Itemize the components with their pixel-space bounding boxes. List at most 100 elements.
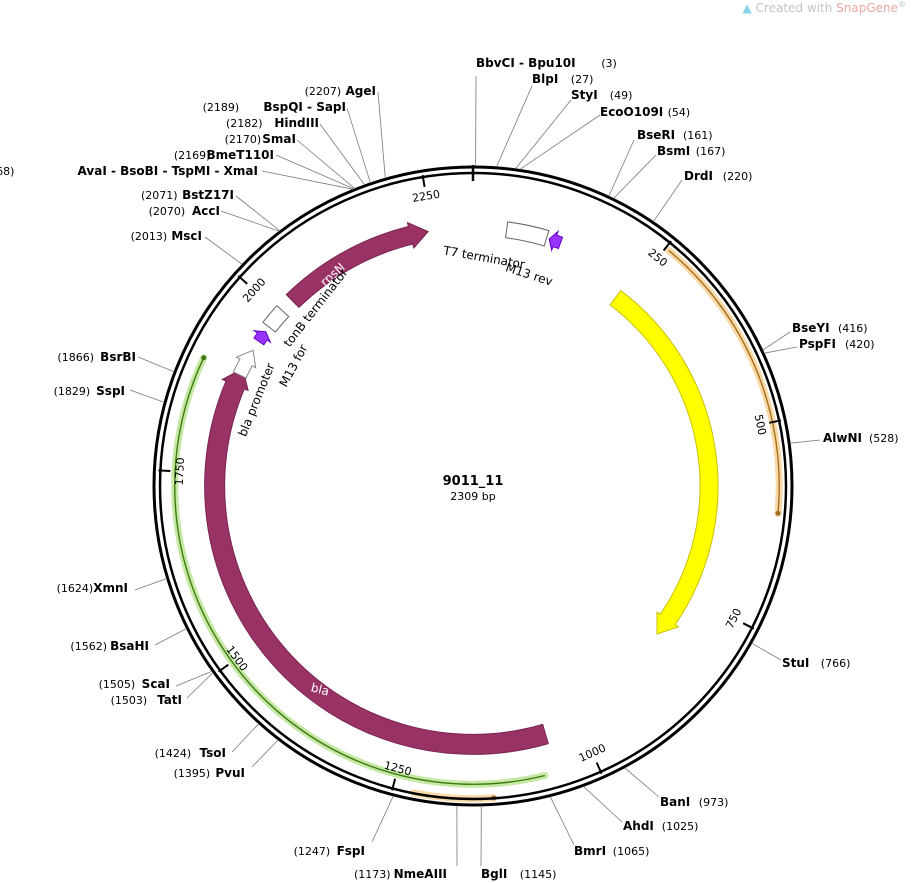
enzyme-site-fspi[interactable]: FspI(1247) (294, 795, 394, 858)
enzyme-site-msci[interactable]: MscI(2013) (131, 229, 243, 265)
enzyme-site-sspi[interactable]: SspI(1829) (54, 384, 165, 403)
tick-mark-750 (742, 622, 755, 630)
enzyme-site-styi[interactable]: StyI(49) (515, 88, 633, 170)
enzyme-name-blpi: BlpI (532, 72, 558, 86)
enzyme-site-pspfi[interactable]: PspFI(420) (764, 337, 875, 354)
plasmid-name: 9011_11 (443, 474, 504, 489)
enzyme-leader-bsrbi (137, 356, 175, 373)
enzyme-name-bsrbi: BsrBI (100, 350, 136, 364)
tick-mark-2250 (421, 174, 426, 188)
enzyme-name-pvui: PvuI (215, 766, 245, 780)
feature-rpsn (285, 221, 430, 309)
enzyme-site-blpi[interactable]: BlpI(27) (496, 72, 594, 168)
enzyme-pos-bstz17i: (2071) (141, 189, 178, 202)
watermark-prefix: Created with (755, 1, 837, 15)
enzyme-site-drdi[interactable]: DrdI(220) (652, 169, 753, 222)
enzyme-name-bspqi-sapi: BspQI - SapI (263, 100, 346, 114)
feature-t7-terminator (505, 221, 550, 247)
enzyme-site-pvui[interactable]: PvuI(1395) (174, 739, 279, 780)
enzyme-site-bspqi-sapi[interactable]: BspQI - SapI (2189) (203, 100, 371, 184)
enzyme-leader-ecoo109i (519, 114, 601, 170)
enzyme-leader-pvui (251, 739, 279, 768)
enzyme-site-bsmi[interactable]: BsmI(167) (613, 144, 726, 199)
feature-m13-rev (548, 229, 564, 253)
feature-label-m13-for: M13 for (277, 342, 311, 389)
enzyme-name-acci: AccI (192, 204, 220, 218)
enzyme-site-ahdi[interactable]: AhdI(1025) (583, 786, 698, 833)
enzyme-site-bseri[interactable]: BseRI(161) (608, 128, 713, 197)
orf-line-0 (668, 250, 780, 514)
enzyme-pos-tsoi: (1424) (155, 747, 192, 760)
enzyme-pos-nmeaiii: (1173) (354, 868, 391, 881)
tick-mark-500 (769, 419, 782, 424)
enzyme-pos-bsahi: (1562) (70, 640, 107, 653)
enzyme-site-bstz17i[interactable]: BstZ17I(2071) (141, 188, 281, 232)
enzyme-site-bmet110i[interactable]: BmeT110I(2169) (174, 148, 355, 190)
enzyme-pos-bmri: (1065) (613, 845, 650, 858)
plasmid-size: 2309 bp (450, 490, 495, 503)
enzyme-leader-bani (624, 767, 660, 798)
enzyme-site-ecoo109i[interactable]: EcoO109I(54) (519, 105, 690, 170)
enzyme-name-avai-bsobi-tspmi-xmai: AvaI - BsoBI - TspMI - XmaI (78, 164, 258, 178)
enzyme-name-sspi: SspI (96, 384, 125, 398)
enzyme-name-bsahi: BsaHI (110, 639, 149, 653)
enzyme-site-acci[interactable]: AccI(2070) (149, 204, 280, 232)
enzyme-pos-scai: (1505) (99, 678, 136, 691)
enzyme-pos-drdi: (220) (723, 170, 753, 183)
enzyme-site-bsahi[interactable]: BsaHI(1562) (70, 628, 187, 653)
enzyme-name-bani: BanI (660, 795, 690, 809)
snapgene-logo-icon: ▲ (742, 1, 752, 15)
enzyme-name-tsoi: TsoI (200, 746, 226, 760)
enzyme-name-fspi: FspI (337, 844, 365, 858)
enzyme-site-avai-bsobi-tspmi-xmai[interactable]: AvaI - BsoBI - TspMI - XmaI(2168) (0, 164, 354, 190)
enzyme-site-smai[interactable]: SmaI(2170) (225, 132, 356, 189)
enzyme-leader-hindiii (319, 123, 365, 186)
enzyme-leader-bmet110i (275, 154, 355, 190)
feature-layer (204, 221, 719, 755)
enzyme-site-bsrbi[interactable]: BsrBI(1866) (57, 350, 175, 373)
enzyme-site-bmri[interactable]: BmrI (1065) (549, 796, 650, 858)
enzyme-name-tati: TatI (157, 693, 182, 707)
enzyme-site-bseyi[interactable]: BseYI(416) (762, 321, 868, 351)
enzyme-pos-hindiii: (2182) (226, 117, 263, 130)
enzyme-pos-xmni: (1624) (57, 582, 94, 595)
tick-mark-250 (662, 240, 672, 252)
enzyme-site-tsoi[interactable]: TsoI (1424) (155, 723, 260, 760)
enzyme-pos-bmet110i: (2169) (174, 149, 211, 162)
orf-line-1 (174, 357, 546, 785)
enzyme-leader-bsmi (613, 154, 657, 199)
enzyme-site-agei[interactable]: AgeI(2207) (305, 84, 386, 179)
enzyme-name-bmri: BmrI (574, 844, 606, 858)
enzyme-name-pspfi: PspFI (799, 337, 836, 351)
enzyme-pos-bspqi-sapi: (2189) (203, 101, 240, 114)
enzyme-site-bani[interactable]: BanI(973) (624, 767, 729, 809)
enzyme-site-alwni[interactable]: AlwNI(528) (790, 431, 899, 445)
enzyme-name-hindiii: HindIII (274, 116, 319, 130)
enzyme-pos-bsmi: (167) (696, 145, 726, 158)
enzyme-site-nmeaiii[interactable]: NmeAIII(1173) (354, 805, 458, 881)
enzyme-site-scai[interactable]: ScaI (1505) (99, 670, 213, 691)
tick-label-1000: 1000 (577, 741, 608, 764)
enzyme-name-xmni: XmnI (93, 581, 128, 595)
plasmid-center-label: 9011_11 2309 bp (443, 474, 504, 503)
enzyme-name-msci: MscI (171, 229, 202, 243)
enzyme-name-agei: AgeI (346, 84, 376, 98)
feature-label-ori: ori (709, 405, 728, 425)
enzyme-pos-bgli: (1145) (520, 868, 557, 881)
enzyme-name-stui: StuI (782, 656, 809, 670)
enzyme-site-hindiii[interactable]: HindIII (2182) (226, 116, 365, 186)
enzyme-site-bgli[interactable]: BglI(1145) (480, 805, 557, 881)
watermark-mark: ® (898, 0, 906, 9)
feature-tonb-terminator (262, 304, 290, 333)
enzyme-site-bbvci-bpu10i[interactable]: BbvCI - Bpu10I(3) (475, 56, 617, 167)
feature-bla (204, 367, 549, 755)
enzyme-site-tati[interactable]: TatI(1503) (111, 672, 214, 707)
feature-label-bla: bla (310, 681, 331, 699)
enzyme-name-ahdi: AhdI (623, 819, 654, 833)
enzyme-name-scai: ScaI (142, 677, 170, 691)
enzyme-site-xmni[interactable]: XmnI(1624) (57, 578, 167, 596)
enzyme-pos-bseyi: (416) (838, 322, 868, 335)
enzyme-site-stui[interactable]: StuI(766) (751, 642, 851, 670)
